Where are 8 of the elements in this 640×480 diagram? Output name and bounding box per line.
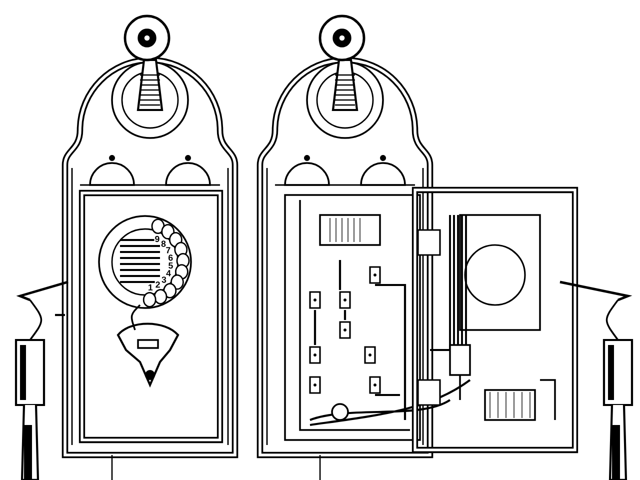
dial-digit: 6	[168, 254, 174, 262]
open-telephone-drawing	[256, 14, 634, 480]
dial-digit: 3	[161, 276, 167, 284]
dial-digit: 5	[168, 262, 174, 270]
dial-digit: 7	[165, 246, 172, 254]
dial-digit: 8	[160, 240, 166, 248]
telephone-drawing	[14, 14, 238, 480]
dial-digit: 4	[166, 270, 172, 277]
